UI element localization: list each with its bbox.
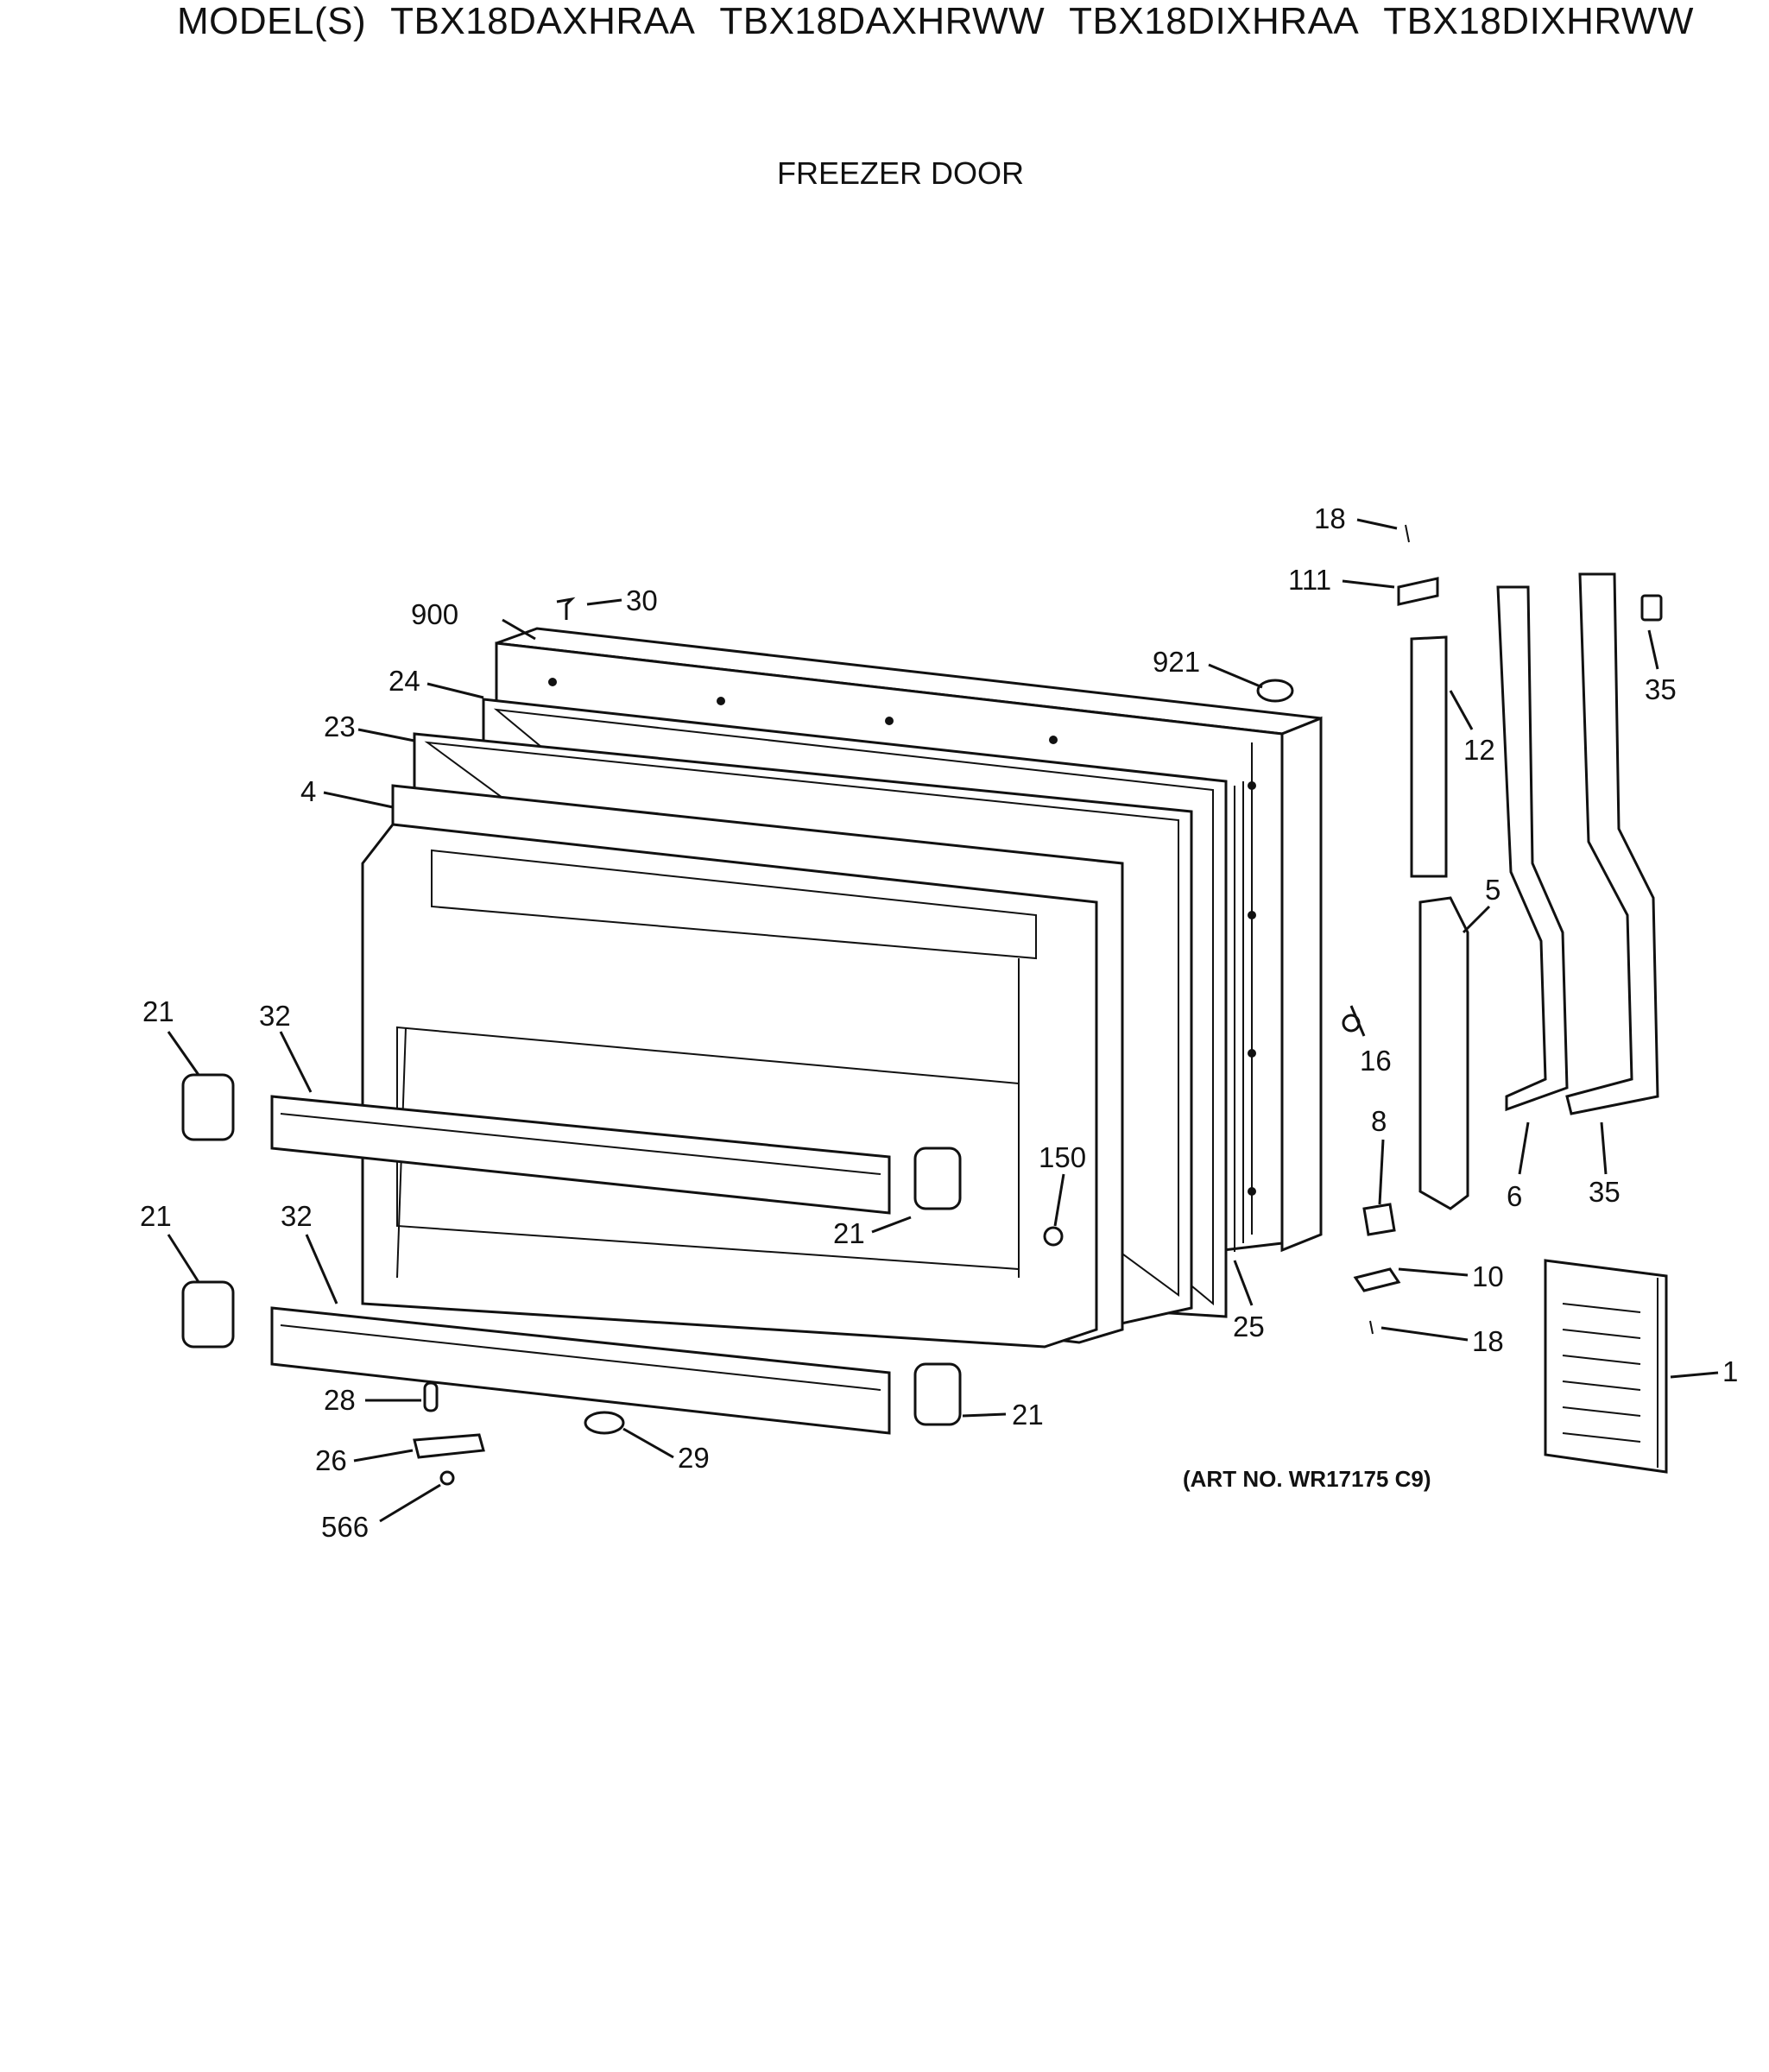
callout-24: 24: [389, 665, 420, 697]
callout-35-bottom: 35: [1589, 1176, 1621, 1208]
callout-12: 12: [1463, 734, 1495, 766]
callout-1: 1: [1722, 1355, 1738, 1387]
callout-18-bottom: 18: [1472, 1325, 1504, 1357]
callout-21-upper-left: 21: [142, 995, 174, 1027]
leader-lines: [167, 518, 1719, 1523]
callout-21-lower-left: 21: [140, 1200, 172, 1232]
callout-35-top: 35: [1645, 673, 1677, 705]
callout-30: 30: [626, 584, 658, 616]
model-number: TBX18DAXHRAA: [390, 0, 696, 42]
section-title: FREEZER DOOR: [777, 155, 1025, 191]
callout-21-mid: 21: [833, 1217, 865, 1249]
callout-labels: 18 111 35 900 30 921 24 12 23 4 5 21 32 …: [140, 502, 1738, 1543]
model-number: TBX18DIXHRWW: [1383, 0, 1694, 42]
callout-32-lower: 32: [281, 1200, 313, 1232]
door-shelf-lower: [270, 1306, 891, 1435]
callout-18-top: 18: [1314, 502, 1346, 534]
small-fasteners: [413, 597, 1294, 1486]
callout-10: 10: [1472, 1260, 1504, 1292]
instruction-booklet: [1544, 1259, 1668, 1474]
model-number: TBX18DIXHRAA: [1069, 0, 1360, 42]
callout-29: 29: [678, 1442, 710, 1474]
callout-566: 566: [321, 1511, 369, 1543]
callout-26: 26: [315, 1444, 347, 1476]
hinge-parts: [1342, 524, 1663, 1335]
art-number: (ART NO. WR17175 C9): [1183, 1466, 1431, 1492]
callout-900: 900: [411, 598, 458, 630]
callout-32-upper: 32: [259, 1000, 291, 1032]
models-label: MODEL(S): [177, 0, 367, 42]
callout-6: 6: [1507, 1180, 1522, 1212]
callout-23: 23: [324, 711, 356, 742]
callout-921: 921: [1153, 646, 1200, 678]
callout-111: 111: [1288, 564, 1331, 596]
door-liner: [361, 823, 1098, 1349]
callout-8: 8: [1371, 1105, 1387, 1137]
model-list-header: MODEL(S) TBX18DAXHRAA TBX18DAXHRWW TBX18DIX…: [177, 0, 1718, 43]
callout-28: 28: [324, 1384, 356, 1416]
model-number: TBX18DAXHRWW: [719, 0, 1046, 42]
shelf-end-caps: [181, 1073, 962, 1426]
callout-25: 25: [1233, 1311, 1265, 1342]
callout-5: 5: [1485, 874, 1500, 906]
callout-150: 150: [1039, 1141, 1086, 1173]
door-shelf-upper: [270, 1095, 891, 1215]
callout-21-bottom-right: 21: [1012, 1399, 1044, 1431]
callout-4: 4: [300, 775, 316, 807]
callout-16: 16: [1360, 1045, 1392, 1077]
